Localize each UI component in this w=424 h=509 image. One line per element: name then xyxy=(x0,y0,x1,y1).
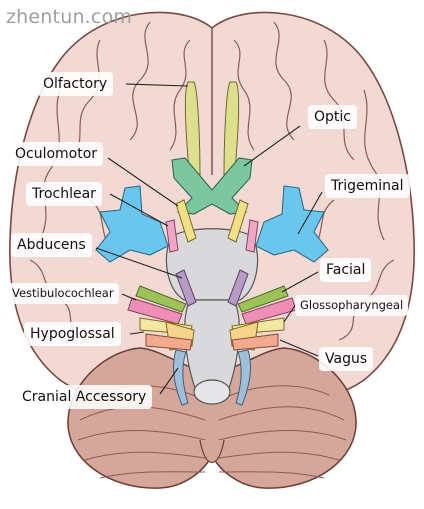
leader-lines xyxy=(95,83,323,395)
label-abducens: Abducens xyxy=(11,233,92,257)
abducens-nerve-left xyxy=(175,269,197,307)
abducens-nerve-right xyxy=(227,269,249,307)
watermark: zhentun.com xyxy=(6,6,133,28)
trigeminal-nerve-right xyxy=(255,185,329,263)
trochlear-nerve-right xyxy=(245,219,259,253)
pons xyxy=(165,228,259,301)
label-optic: Optic xyxy=(308,105,357,129)
spinal-cord-section xyxy=(193,379,231,405)
cerebellum xyxy=(67,347,357,489)
label-facial: Facial xyxy=(320,258,372,282)
label-vagus: Vagus xyxy=(319,347,374,371)
label-trigeminal: Trigeminal xyxy=(325,174,410,198)
facial-nerve-right xyxy=(237,285,289,313)
label-olfactory: Olfactory xyxy=(37,72,114,96)
label-oculomotor: Oculomotor xyxy=(9,142,104,166)
facial-nerve-left xyxy=(135,285,187,313)
vagus-nerve-right xyxy=(231,333,279,351)
label-glossopharyngeal: Glossopharyngeal xyxy=(295,295,409,316)
label-trochlear: Trochlear xyxy=(26,182,102,206)
accessory-nerve-left xyxy=(173,349,189,406)
oculomotor-nerve-left xyxy=(175,199,197,243)
vagus-nerve-left xyxy=(145,333,193,351)
label-vestibulocochlear: Vestibulocochlear xyxy=(7,283,119,304)
trigeminal-nerve-left xyxy=(95,185,169,263)
label-hypoglossal: Hypoglossal xyxy=(24,322,121,346)
accessory-nerve-right xyxy=(235,349,251,406)
trochlear-nerve-left xyxy=(165,219,179,253)
optic-chiasm xyxy=(171,157,253,215)
oculomotor-nerve-right xyxy=(227,199,249,243)
label-cranial-accessory: Cranial Accessory xyxy=(16,385,153,409)
